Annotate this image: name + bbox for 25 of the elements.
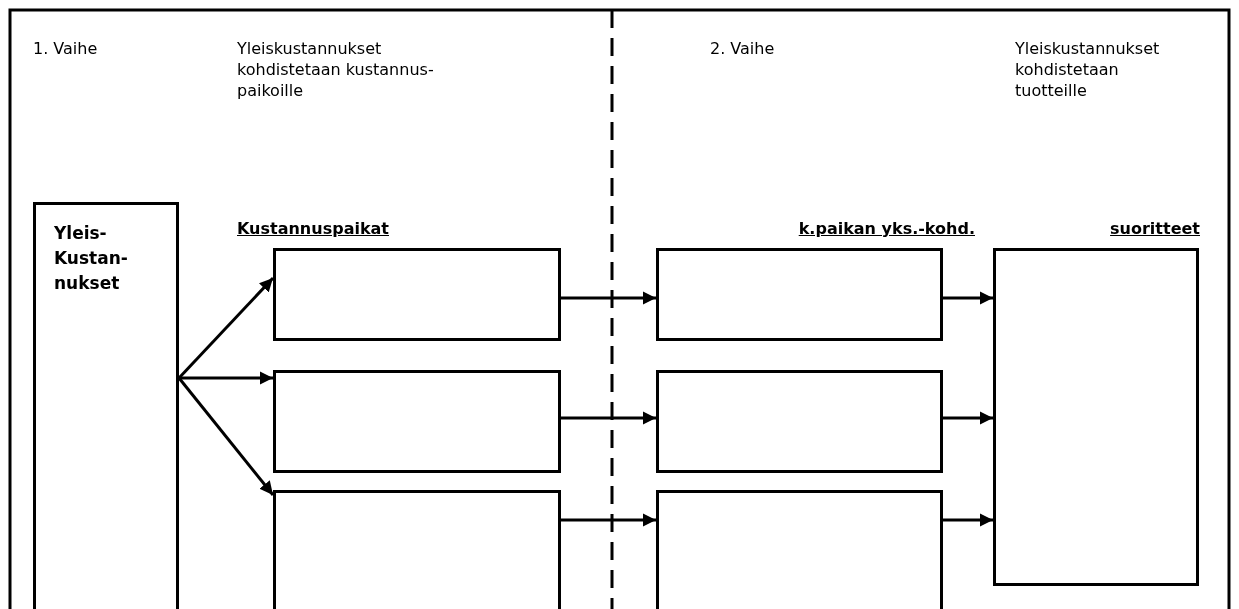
column-heading: Kustannuspaikat [237,218,390,239]
empty-box [273,490,561,609]
arrow [561,513,656,527]
empty-box [993,248,1199,586]
empty-box [656,370,943,473]
empty-box [273,248,561,341]
arrow [943,513,993,527]
box-label: Yleis- Kustan- nukset [54,222,129,295]
arrow [177,377,275,496]
empty-box [656,248,943,341]
arrow [561,291,656,305]
empty-box [273,370,561,473]
stage-label: 1. Vaihe [33,38,99,59]
column-heading: suoritteet [1109,218,1200,239]
arrow [561,411,656,425]
empty-box [656,490,943,609]
arrow [177,276,275,380]
column-heading: k.paikan yks.-kohd. [797,218,975,239]
process-box [33,202,179,609]
arrow [943,411,993,425]
arrow [943,291,993,305]
arrow [179,371,273,385]
stage-label: 2. Vaihe [710,38,776,59]
stage-description: Yleiskustannukset kohdistetaan tuotteille [1015,38,1161,101]
stage-description: Yleiskustannukset kohdistetaan kustannus- paikoille [237,38,435,101]
